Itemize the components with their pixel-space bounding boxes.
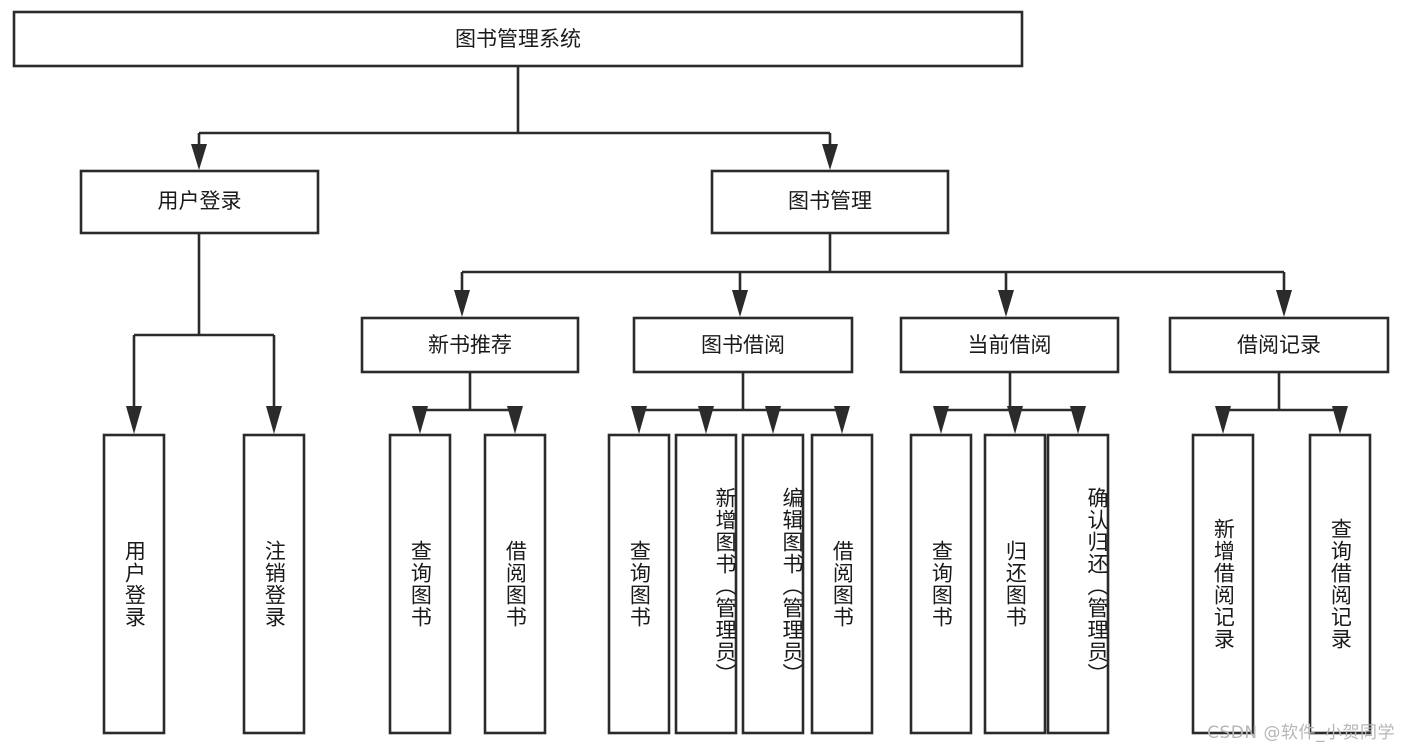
node-book-management[interactable]: 图书管理 — [710, 169, 950, 235]
node-leaf-query-book-3-box[interactable] — [909, 433, 973, 735]
node-user-login-box[interactable] — [79, 169, 320, 235]
node-leaf-query-record-box[interactable] — [1308, 433, 1372, 735]
arrow-head-leaf-borrow-book-2 — [834, 406, 850, 434]
arrow-head-borrow-record — [1276, 290, 1292, 317]
node-borrow-record[interactable]: 借阅记录 — [1168, 316, 1390, 374]
node-new-book-recommend-box[interactable] — [360, 316, 580, 374]
connector-group-currentborrow — [933, 372, 1086, 434]
node-new-book-recommend-label: 新书推荐 — [428, 333, 512, 357]
arrow-head-leaf-add-record — [1215, 406, 1231, 434]
arrow-head-leaf-query-book-1 — [412, 406, 428, 434]
csdn-watermark: CSDN @软件_小贺同学 — [1207, 723, 1395, 743]
node-book-borrow[interactable]: 图书借阅 — [632, 316, 854, 374]
arrow-head-leaf-logout — [266, 406, 282, 434]
node-leaf-borrow-book-2-box[interactable] — [810, 433, 874, 735]
leaf-boxes — [102, 433, 1372, 735]
node-book-borrow-box[interactable] — [632, 316, 854, 374]
node-new-book-recommend[interactable]: 新书推荐 — [360, 316, 580, 374]
connector-group-bookmgmt — [454, 233, 1292, 317]
node-leaf-query-book-2-box[interactable] — [607, 433, 671, 735]
node-leaf-query-book-1-box[interactable] — [388, 433, 452, 735]
connector-group-newbook — [412, 372, 523, 434]
node-current-borrow-box[interactable] — [899, 316, 1120, 374]
connector-group-root — [191, 66, 838, 170]
node-leaf-logout-box[interactable] — [242, 433, 306, 735]
node-user-login[interactable]: 用户登录 — [79, 169, 320, 235]
node-leaf-user-login-box[interactable] — [102, 433, 166, 735]
node-leaf-confirm-return-box[interactable] — [1046, 433, 1110, 735]
arrow-head-leaf-query-book-3 — [933, 406, 949, 434]
node-current-borrow[interactable]: 当前借阅 — [899, 316, 1120, 374]
arrow-head-leaf-query-book-2 — [631, 406, 647, 434]
arrow-head-bookmgmt — [822, 144, 838, 170]
node-book-borrow-label: 图书借阅 — [701, 333, 785, 357]
node-book-management-box[interactable] — [710, 169, 950, 235]
node-root[interactable]: 图书管理系统 — [12, 10, 1024, 68]
node-user-login-label: 用户登录 — [158, 189, 242, 213]
node-leaf-return-book-box[interactable] — [983, 433, 1047, 735]
node-root-box[interactable] — [12, 10, 1024, 68]
arrow-head-leaf-add-book — [698, 406, 714, 434]
node-borrow-record-label: 借阅记录 — [1237, 333, 1321, 357]
arrow-head-leaf-borrow-book-1 — [507, 406, 523, 434]
arrow-head-leaf-user-login — [126, 406, 142, 434]
node-leaf-add-record-box[interactable] — [1191, 433, 1255, 735]
arrow-head-new-book-recommend — [454, 290, 470, 317]
arrow-head-leaf-return-book — [1007, 406, 1023, 434]
connector-group-borrowrecord — [1215, 372, 1348, 434]
arrow-head-book-borrow — [732, 290, 748, 317]
node-borrow-record-box[interactable] — [1168, 316, 1390, 374]
arrow-head-leaf-query-record — [1332, 406, 1348, 434]
arrow-head-leaf-edit-book — [765, 406, 781, 434]
node-leaf-borrow-book-1-box[interactable] — [483, 433, 547, 735]
node-leaf-add-book-box[interactable] — [674, 433, 738, 735]
connector-group-userlogin — [126, 233, 282, 434]
arrow-head-current-borrow — [998, 290, 1014, 317]
connector-group-bookborrow — [631, 372, 850, 434]
arrow-head-leaf-confirm-return — [1070, 406, 1086, 434]
node-book-management-label: 图书管理 — [788, 189, 872, 213]
node-leaf-edit-book-box[interactable] — [741, 433, 805, 735]
node-root-label: 图书管理系统 — [455, 27, 581, 51]
arrow-head-userlogin — [191, 144, 207, 170]
node-current-borrow-label: 当前借阅 — [968, 333, 1052, 357]
